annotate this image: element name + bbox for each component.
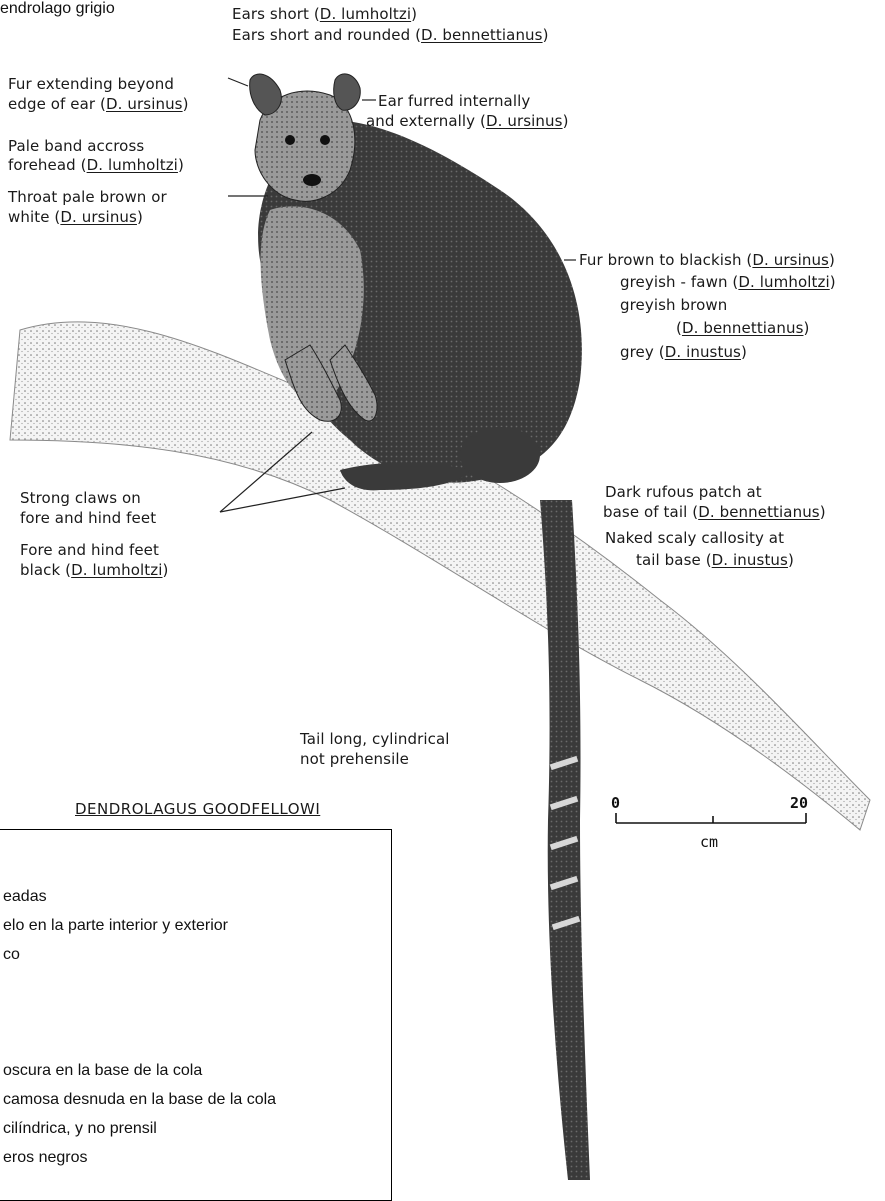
label-pale-band: Pale band accross <box>8 137 144 156</box>
specimen-title: DENDROLAGUS GOODFELLOWI <box>75 800 320 819</box>
label-ear-furred-2: and externally (D. ursinus) <box>366 112 569 131</box>
scale-unit-label: cm <box>700 833 718 851</box>
label-rufous-patch: Dark rufous patch at <box>605 483 762 502</box>
scale-min-label: 0 <box>611 794 620 812</box>
translation-legend-box: eadas elo en la parte interior y exterio… <box>0 829 392 1201</box>
page-title-fragment: endrolago grigio <box>0 0 115 18</box>
label-callosity: Naked scaly callosity at <box>605 529 784 548</box>
label-fur-beyond-ear-2: edge of ear (D. ursinus) <box>8 95 189 114</box>
label-claws-2: fore and hind feet <box>20 509 156 528</box>
label-ears-rounded: Ears short and rounded (D. bennettianus) <box>232 26 549 45</box>
label-callosity-2: tail base (D. inustus) <box>636 551 794 570</box>
label-fur-beyond-ear: Fur extending beyond <box>8 75 174 94</box>
label-fur-colour-2: greyish - fawn (D. lumholtzi) <box>620 273 836 292</box>
legend-line: camosa desnuda en la base de la cola <box>3 1091 276 1109</box>
label-feet-black: Fore and hind feet <box>20 541 159 560</box>
legend-line: co <box>3 946 20 964</box>
legend-line: oscura en la base de la cola <box>3 1062 202 1080</box>
scale-max-label: 20 <box>790 794 808 812</box>
label-claws: Strong claws on <box>20 489 141 508</box>
label-pale-band-2: forehead (D. lumholtzi) <box>8 156 184 175</box>
legend-line: eros negros <box>3 1149 88 1167</box>
scale-bar <box>616 813 806 823</box>
label-ears-short: Ears short (D. lumholtzi) <box>232 5 417 24</box>
label-fur-colour-1: Fur brown to blackish (D. ursinus) <box>579 251 835 270</box>
label-throat: Throat pale brown or <box>8 188 167 207</box>
label-fur-colour-5: grey (D. inustus) <box>620 343 747 362</box>
label-feet-black-2: black (D. lumholtzi) <box>20 561 168 580</box>
label-rufous-patch-2: base of tail (D. bennettianus) <box>603 503 826 522</box>
label-ear-furred: Ear furred internally <box>378 92 530 111</box>
legend-line: eadas <box>3 888 47 906</box>
legend-line: cilíndrica, y no prensil <box>3 1120 157 1138</box>
label-throat-2: white (D. ursinus) <box>8 208 143 227</box>
label-fur-colour-4: (D. bennettianus) <box>676 319 809 338</box>
label-fur-colour-3: greyish brown <box>620 296 727 315</box>
legend-line: elo en la parte interior y exterior <box>3 917 228 935</box>
label-tail: Tail long, cylindrical <box>300 730 450 749</box>
label-tail-2: not prehensile <box>300 750 409 769</box>
